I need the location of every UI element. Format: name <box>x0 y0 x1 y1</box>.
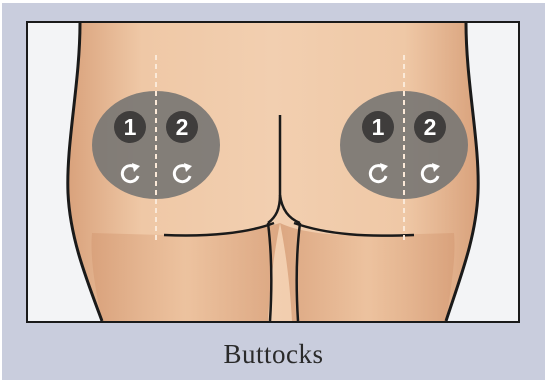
figure-background: 1 2 1 2 Buttocks <box>2 3 545 380</box>
zone-number: 2 <box>176 114 189 140</box>
illustration-panel: 1 2 1 2 <box>26 21 520 323</box>
zone-number: 1 <box>124 114 137 140</box>
right-leg <box>280 223 455 321</box>
buttocks-illustration: 1 2 1 2 <box>28 23 518 321</box>
zone-number: 2 <box>424 114 437 140</box>
left-leg <box>91 223 280 321</box>
zone-number: 1 <box>372 114 385 140</box>
figure-caption: Buttocks <box>2 339 545 370</box>
